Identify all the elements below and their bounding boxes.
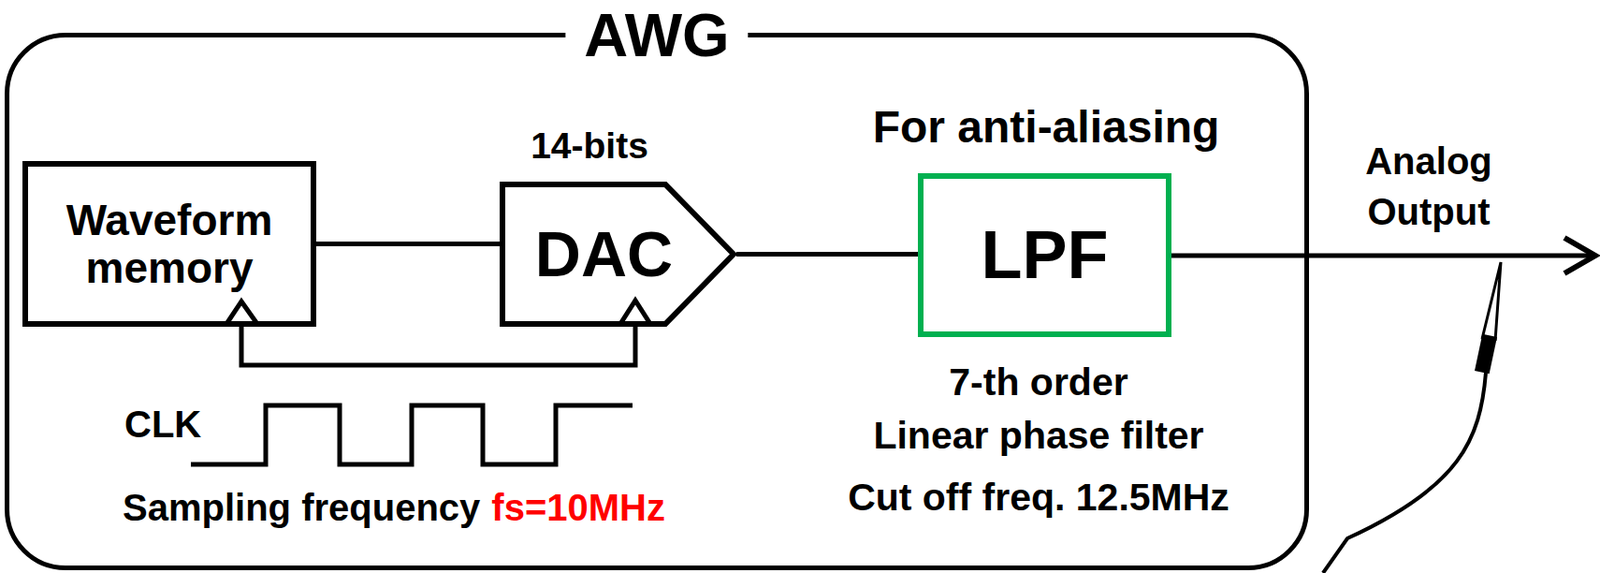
dac-shape xyxy=(502,184,734,324)
signal-wire xyxy=(316,241,500,247)
output-wire xyxy=(1169,253,1594,259)
filter-box: LPF xyxy=(917,173,1172,337)
output-name: Analog Output xyxy=(1349,135,1509,237)
clock-waveform xyxy=(190,405,633,465)
clock-input-memory xyxy=(226,301,258,324)
clock-spec: Sampling frequency xyxy=(122,484,480,530)
block-name: LPF xyxy=(981,218,1109,292)
block-name: DAC xyxy=(535,218,673,290)
block-name: Waveform memory xyxy=(37,196,302,291)
probe-tip xyxy=(1482,261,1501,341)
clock-input-dac xyxy=(620,300,651,324)
bit-depth: 14-bits xyxy=(530,124,649,169)
memory-box: Waveform memory xyxy=(22,160,317,327)
dac-block: DAC xyxy=(499,181,737,327)
output-arrowhead xyxy=(1564,237,1596,274)
clock-bus xyxy=(241,324,636,365)
filter-purpose: For anti-aliasing xyxy=(872,100,1221,155)
filter-spec: Cut off freq. 12.5MHz xyxy=(847,474,1230,521)
filter-spec: Linear phase filter xyxy=(872,412,1204,459)
clock-value: fs=10MHz xyxy=(491,484,666,530)
signal-name: CLK xyxy=(124,401,202,447)
filter-spec: 7-th order xyxy=(948,359,1128,406)
probe-cable xyxy=(1323,372,1486,573)
probe-clip xyxy=(1474,334,1498,374)
signal-wire xyxy=(736,251,918,257)
block-title: AWG xyxy=(565,4,748,66)
